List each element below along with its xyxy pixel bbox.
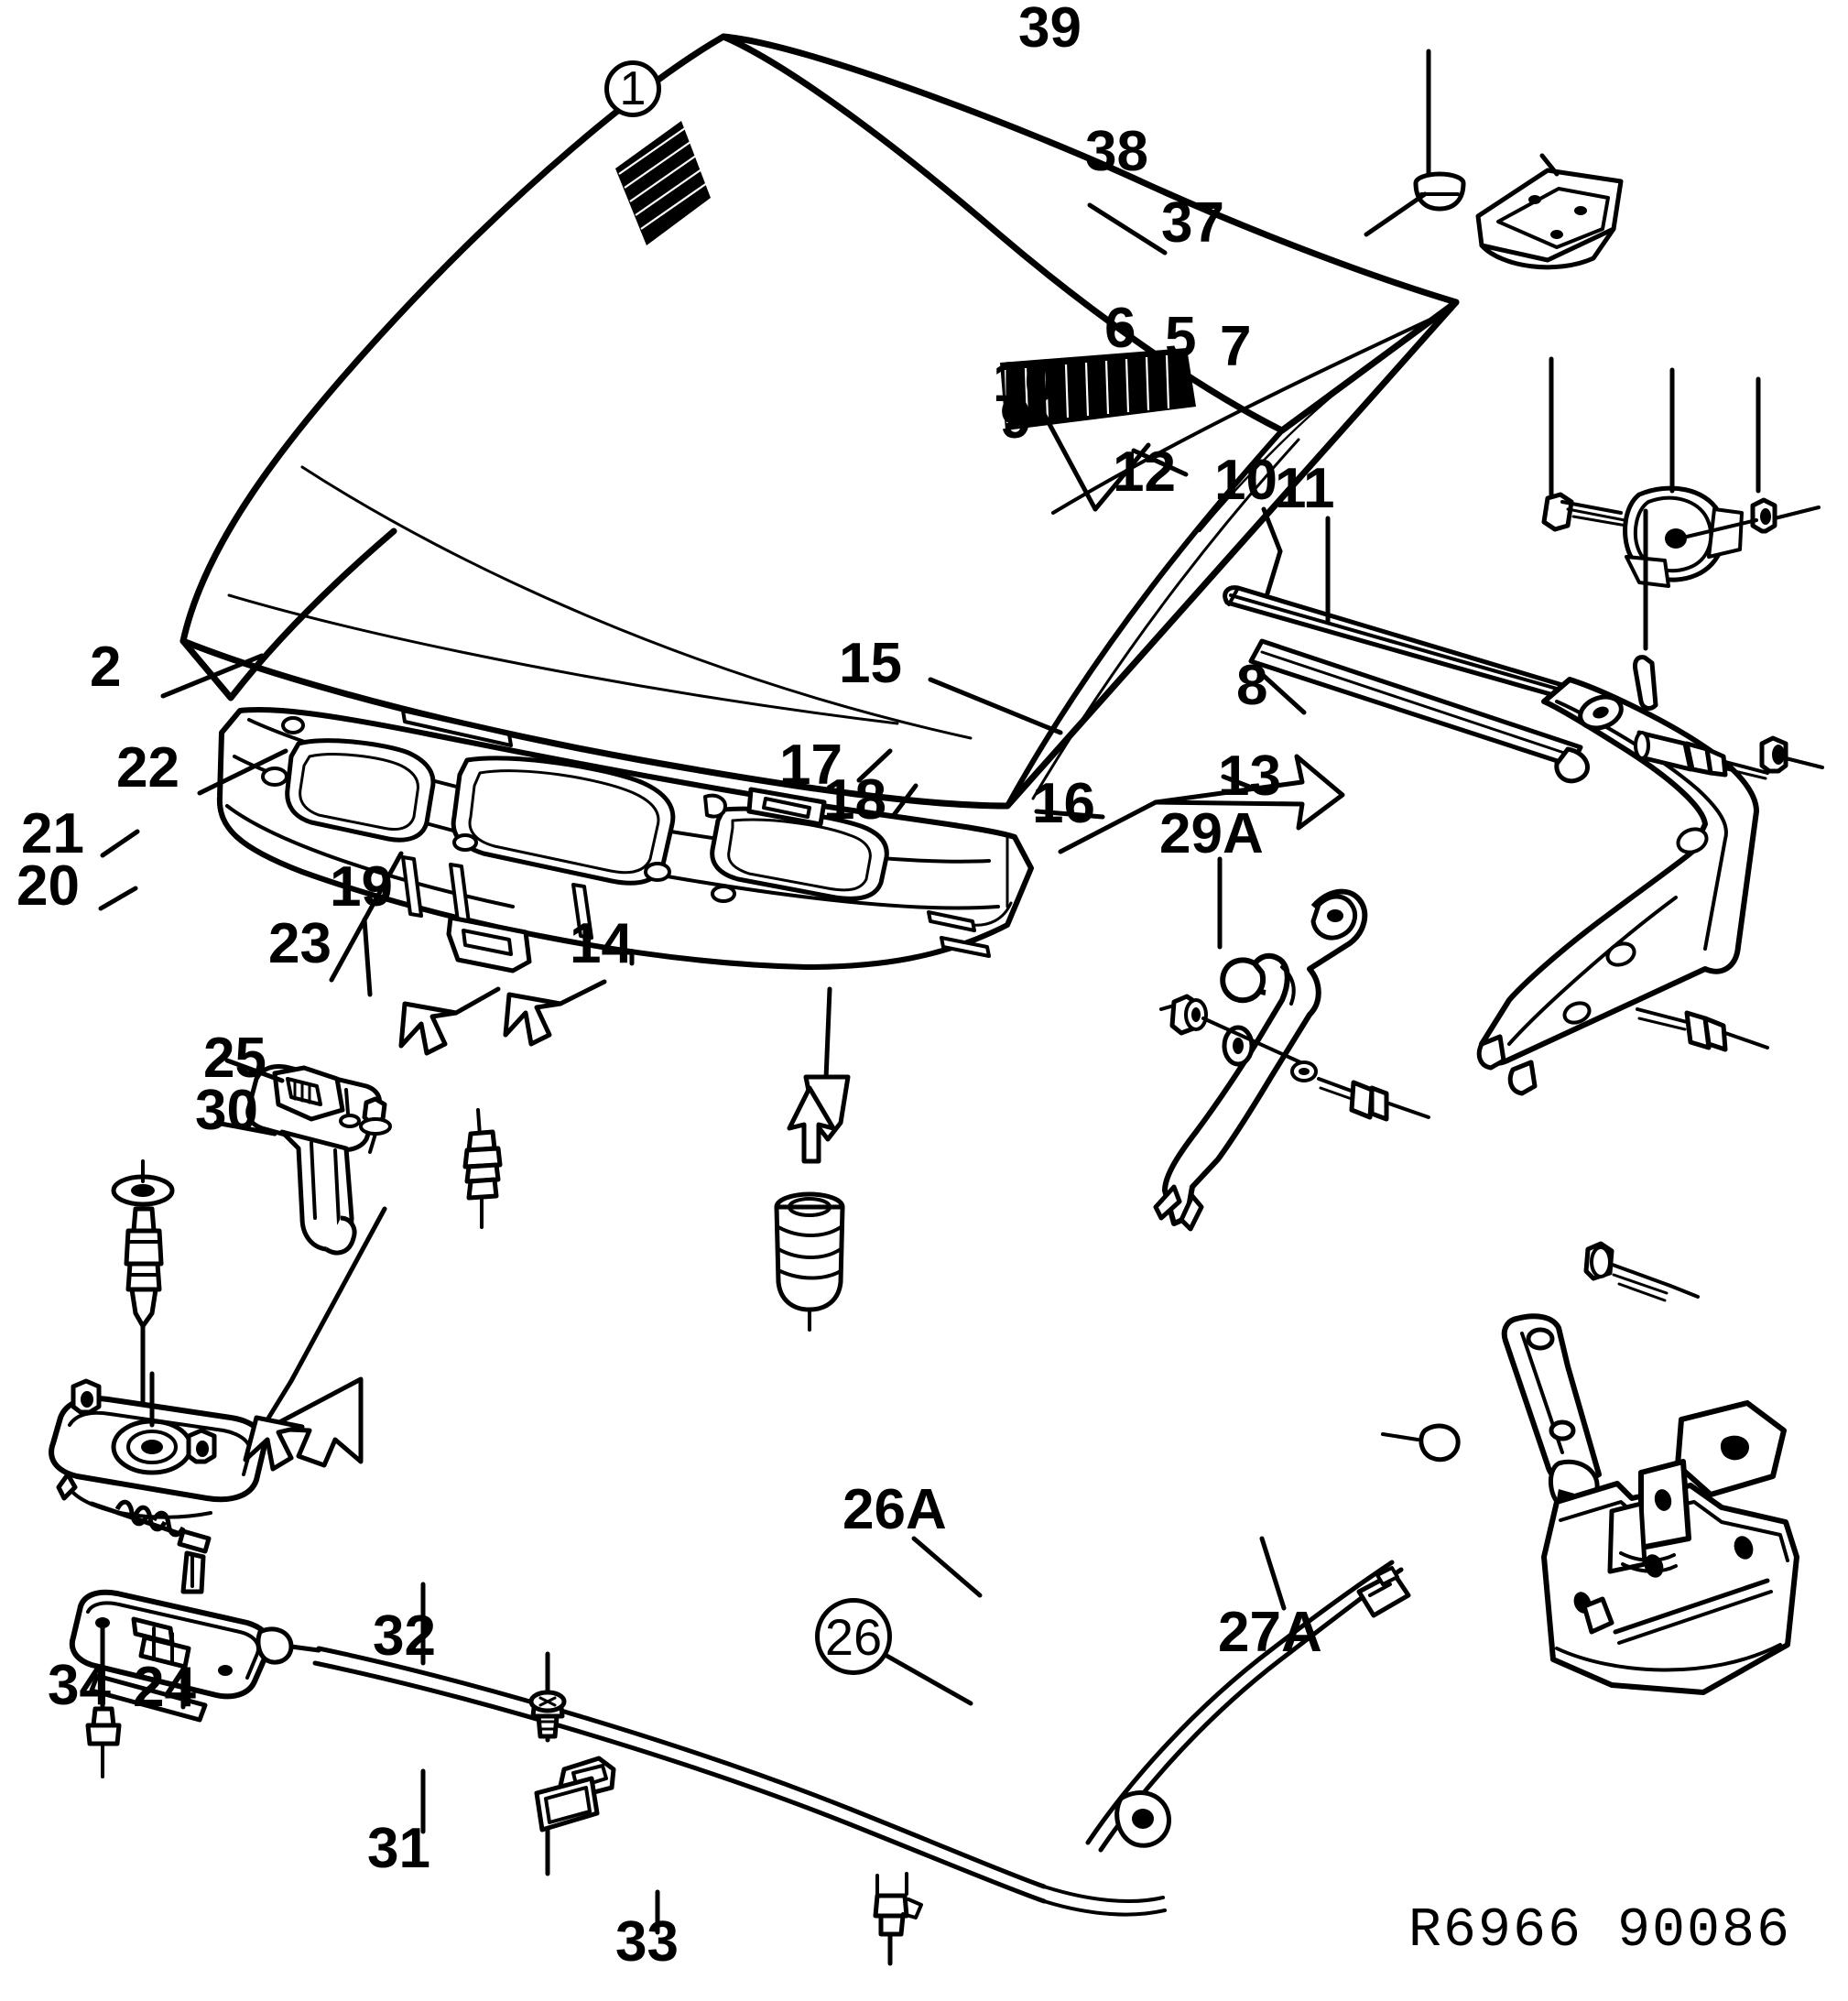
balloon-1-label: 1 <box>619 62 647 115</box>
callout-12: 12 <box>1113 444 1176 501</box>
callout-31-text: 31 <box>367 1817 430 1880</box>
callout-11: 11 <box>1275 461 1335 517</box>
callout-8-text: 8 <box>1236 654 1268 717</box>
callout-37: 37 <box>1161 195 1224 252</box>
callout-11-text: 11 <box>1275 457 1335 520</box>
callout-39-text: 39 <box>1018 0 1082 60</box>
callout-27A-suffix: A <box>1280 1601 1322 1664</box>
callout-22: 22 <box>116 740 179 797</box>
callout-19-text: 19 <box>330 855 393 919</box>
hinge-and-prop-rod-art <box>1223 585 1824 1096</box>
callout-21-text: 21 <box>21 802 84 865</box>
adjuster-stop-art <box>462 1108 503 1229</box>
callout-34: 34 <box>48 1658 111 1714</box>
callout-10-upper: 10 <box>993 354 1056 411</box>
callout-39: 39 <box>1018 0 1082 57</box>
callout-12-text: 12 <box>1113 440 1176 504</box>
callout-26A: 26A <box>842 1482 947 1539</box>
balloon-1: 1 <box>604 60 661 117</box>
callout-17: 17 <box>779 737 842 794</box>
callout-10-upper-text: 10 <box>993 351 1056 414</box>
callout-19: 19 <box>330 859 393 916</box>
cable-retainer-clip-art <box>873 1872 923 1966</box>
callout-15-text: 15 <box>839 632 902 695</box>
callout-23-text: 23 <box>268 912 332 975</box>
callout-8: 8 <box>1236 658 1267 714</box>
callout-14-text: 14 <box>570 912 633 975</box>
callout-32: 32 <box>373 1608 436 1665</box>
callout-38-text: 38 <box>1085 120 1148 183</box>
hood-bumper-art <box>111 1159 175 1431</box>
callout-13-text: 13 <box>1218 745 1281 808</box>
balloon-26-label: 26 <box>824 1607 883 1666</box>
callout-6: 6 <box>1104 300 1136 357</box>
callout-24-text: 24 <box>133 1656 196 1719</box>
leader-lines <box>98 49 1761 1935</box>
diagram-part-number: R6966 90086 <box>1408 1900 1791 1963</box>
callout-16-text: 16 <box>1032 772 1095 835</box>
callout-17-text: 17 <box>779 734 842 797</box>
callout-13: 13 <box>1218 748 1281 805</box>
callout-16: 16 <box>1032 776 1095 832</box>
callout-27A-num: 27 <box>1218 1601 1281 1664</box>
hood-striker-bracket-art <box>245 1064 382 1256</box>
callout-33-text: 33 <box>615 1910 679 1974</box>
callout-18-text: 18 <box>823 768 886 832</box>
balloon-26: 26 <box>815 1598 892 1675</box>
callout-30-text: 30 <box>195 1079 258 1142</box>
callout-10-lower-text: 10 <box>1214 449 1277 512</box>
callout-22-text: 22 <box>116 736 179 799</box>
panel-to-latch-arrow <box>243 1206 387 1472</box>
assembly-arrows-left <box>398 979 607 1056</box>
hood-catch-plate-art <box>1475 153 1624 270</box>
callout-32-text: 32 <box>373 1604 436 1668</box>
callout-24: 24 <box>133 1659 196 1716</box>
hinge-link-art <box>1153 888 1430 1232</box>
callout-26A-suffix: A <box>905 1478 947 1541</box>
callout-25-text: 25 <box>203 1027 266 1090</box>
callout-33: 33 <box>615 1914 679 1971</box>
callout-18: 18 <box>823 772 886 829</box>
callout-25: 25 <box>203 1030 266 1087</box>
hood-inner-panel-art <box>216 707 1034 973</box>
callout-23: 23 <box>268 916 332 973</box>
callout-29A: 29A <box>1159 806 1264 863</box>
release-handle-bracket-art <box>1381 1241 1799 1695</box>
callout-34-text: 34 <box>48 1654 111 1717</box>
hood-grommet-art <box>1413 171 1466 212</box>
callout-29A-suffix: A <box>1222 802 1264 865</box>
callout-10-lower: 10 <box>1214 452 1277 509</box>
callout-15: 15 <box>839 636 902 692</box>
callout-2-text: 2 <box>90 636 122 699</box>
callout-7-text: 7 <box>1220 315 1252 378</box>
callout-29A-num: 29 <box>1159 802 1223 865</box>
hinge-bushing-assembly-art <box>1541 485 1821 588</box>
cable-clip-art <box>528 1651 616 1876</box>
callout-5-text: 5 <box>1165 306 1197 369</box>
callout-20-text: 20 <box>16 854 80 918</box>
callout-20: 20 <box>16 858 80 915</box>
callout-5: 5 <box>1165 310 1196 366</box>
callout-14: 14 <box>570 916 633 973</box>
callout-38: 38 <box>1085 124 1148 180</box>
assembly-direction-arrow-right <box>1058 754 1345 854</box>
callout-27A: 27A <box>1218 1604 1322 1661</box>
callout-9: 9 <box>1000 391 1031 448</box>
bumper-direction-arrow <box>787 1085 836 1164</box>
callout-9-text: 9 <box>1000 387 1032 451</box>
callout-6-text: 6 <box>1104 297 1136 360</box>
callout-30: 30 <box>195 1082 258 1139</box>
callout-31: 31 <box>367 1821 430 1877</box>
callout-2: 2 <box>90 639 121 696</box>
callout-26A-num: 26 <box>842 1478 906 1541</box>
callout-7: 7 <box>1220 319 1251 375</box>
hood-latch-assembly-art <box>49 1371 321 1778</box>
hood-release-cable-art <box>312 1560 1411 1917</box>
bracket-screw-art <box>359 1096 392 1154</box>
callout-21: 21 <box>21 806 84 863</box>
callout-37-text: 37 <box>1161 191 1224 255</box>
